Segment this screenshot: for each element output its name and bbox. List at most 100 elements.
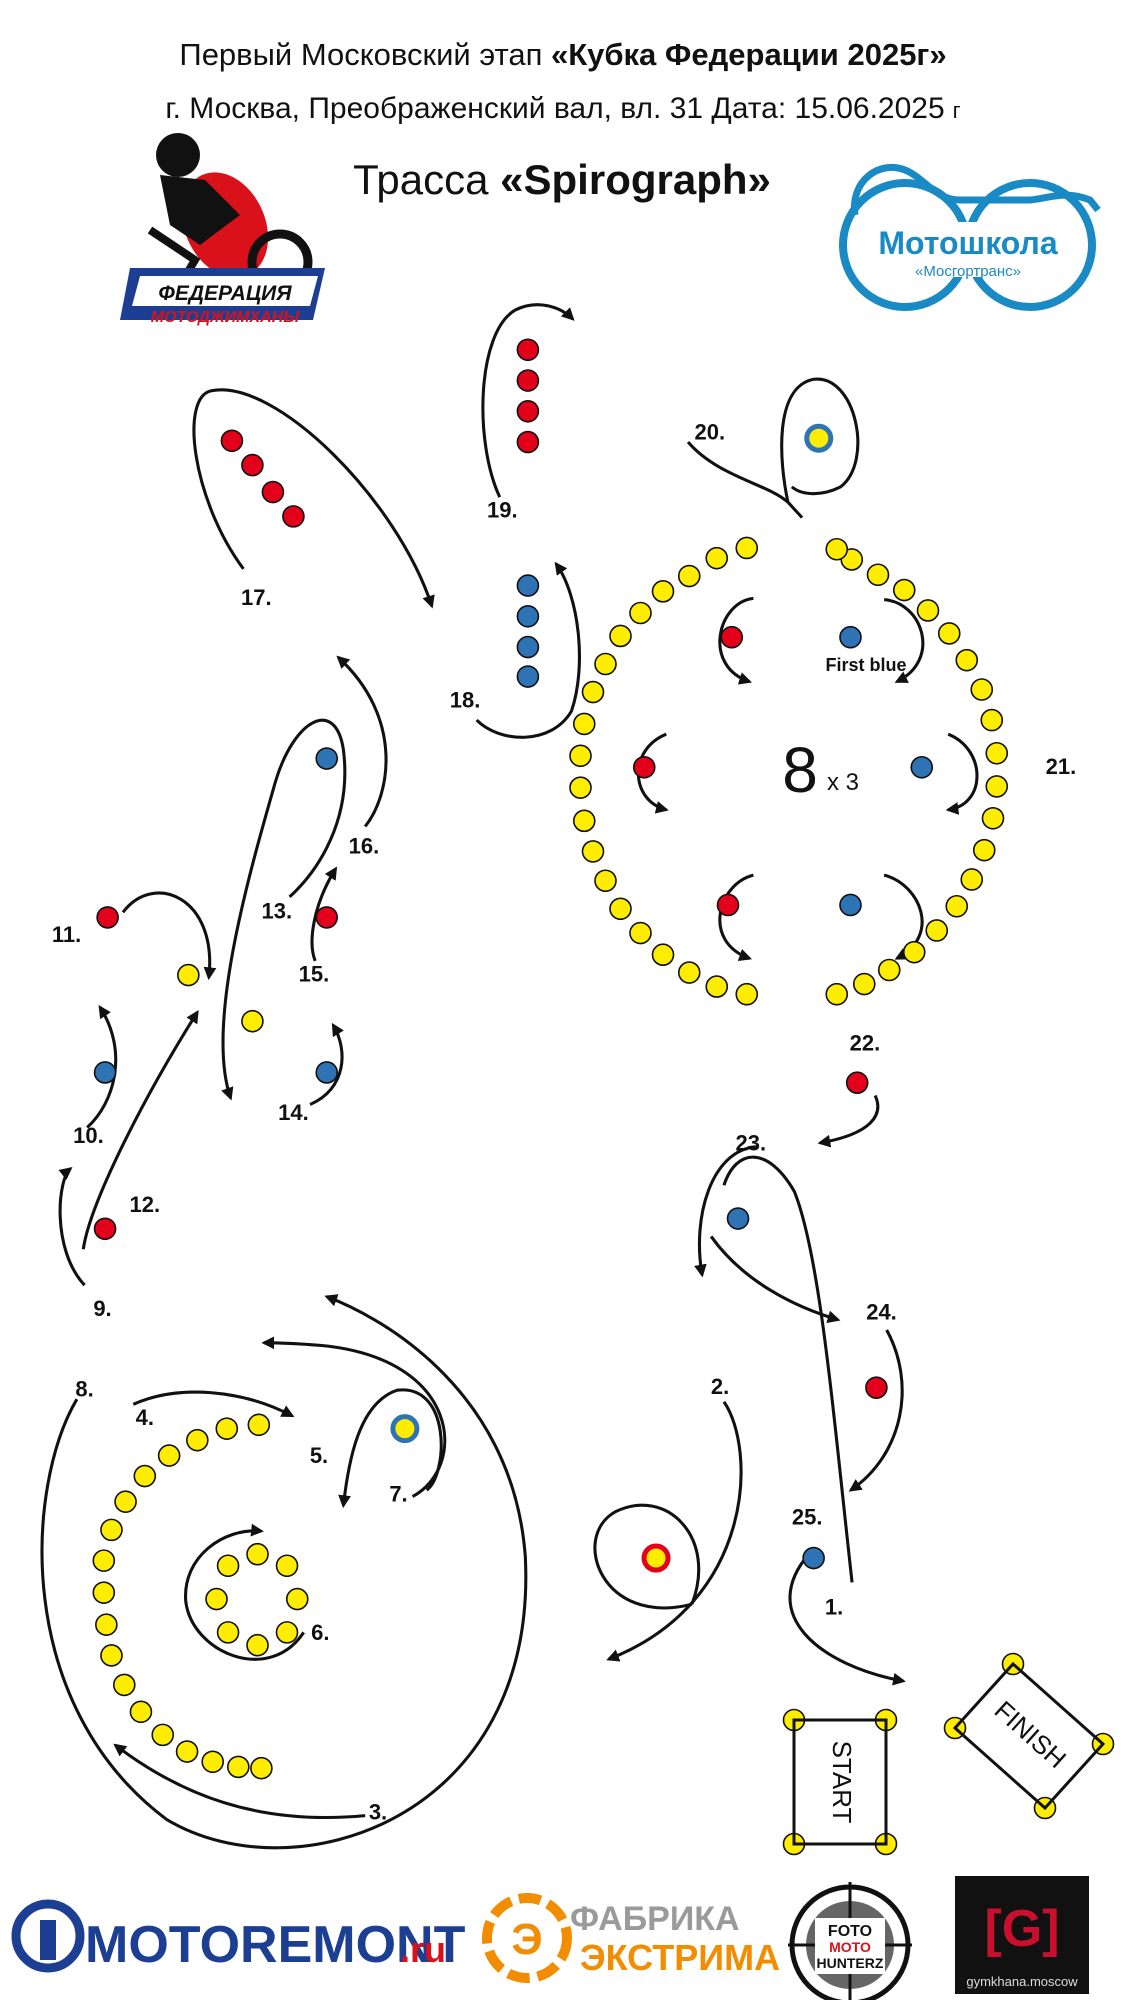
ring-cone-32 [980,708,1004,732]
route-5 [338,1388,443,1509]
single-cone-11 [865,1376,888,1399]
motoremont-logo: MOTOREMONT .ru [11,1899,466,1974]
single-cone-2 [315,906,339,929]
ring-cone-3 [677,564,701,588]
slalom19-cone-3 [516,399,540,423]
circle6-cone-3 [285,1587,309,1611]
figure8-cone-5 [716,893,740,917]
ring-cone-10 [569,744,592,768]
ring-cone-30 [985,775,1009,798]
step-label-12: 12. [130,1192,161,1217]
route-18 [475,561,581,739]
spiral-cone-3 [186,1428,209,1452]
spiral-cone-8 [92,1549,116,1572]
svg-text:.ru: .ru [400,1929,446,1970]
finish-box: FINISH [952,1661,1106,1811]
step-label-11: 11. [52,922,81,947]
single-cone-9 [845,1071,869,1094]
step-label-7: 7. [389,1482,407,1507]
svg-text:MOTO: MOTO [829,1939,871,1955]
route-4 [132,1390,295,1418]
single-cone-7 [315,1061,339,1084]
route-3 [113,1743,366,1820]
ring-cone-9 [572,712,596,736]
step-label-16: 16. [349,833,380,858]
ring-cone-8 [581,680,605,704]
circle6-cone-7 [205,1587,228,1611]
figure8-cone-6 [839,893,862,917]
route-21-inner [718,596,754,685]
spiral-cone-16 [201,1750,224,1774]
ring-cone-7 [594,652,617,676]
route-1 [722,1155,854,1583]
start-box: START [792,1718,888,1846]
loop-count-big: 8 [782,734,818,806]
track-title: Трасса «Spirograph» [353,156,771,203]
step-label-4: 4. [136,1405,154,1430]
single-cone-12 [802,1546,825,1570]
ring-cone-24 [902,940,926,964]
step-label-10: 10. [73,1123,104,1148]
route-16 [336,655,388,828]
spiral-cone-5 [133,1464,157,1488]
cone-20 [804,423,834,453]
ring-cone-28 [972,838,996,862]
ring-cone-2 [705,546,729,570]
spiral-cone-2 [215,1417,239,1440]
route-23 [694,1145,757,1278]
slalom19-cone-4 [516,430,540,454]
motoshkola-logo: Мотошкола «Мосгортранс» [839,163,1101,311]
ring-cone-15 [609,897,632,921]
svg-text:MOTOREMONT: MOTOREMONT [85,1916,466,1974]
ring-cone-20 [735,982,759,1006]
single-cone-3 [96,906,119,929]
gymkhana-moscow-logo: [G] gymkhana.moscow [955,1876,1089,1994]
ring-cone-12 [572,809,596,833]
route-11 [121,891,217,981]
ring-cone-16 [629,921,652,945]
ring-cone-34 [955,648,979,672]
single-cone-10 [726,1207,750,1230]
ring-cone-22 [852,972,876,996]
slalom17-cone-3 [261,480,285,504]
spiral-cone-13 [129,1700,153,1724]
figure8-cone-3 [632,755,656,779]
slalom19-cone-1 [516,338,540,362]
ring-cone-5 [629,601,652,625]
event-title: Первый Московский этап «Кубка Федерации … [179,37,946,72]
step-label-23: 23. [736,1131,767,1156]
svg-text:Мотошкола: Мотошкола [878,225,1058,261]
ring-cone-6 [609,624,632,648]
step-label-14: 14. [278,1100,309,1125]
step-label-19: 19. [487,498,518,523]
ring-cone-19 [705,975,729,998]
route-6 [184,1523,305,1661]
step-label-2: 2. [711,1374,729,1399]
route-25 [788,1551,906,1686]
step-label-1: 1. [825,1594,843,1619]
ring-cone-26 [945,894,969,918]
spiral-cone-14 [151,1723,175,1747]
first-blue-label: First blue [825,655,906,675]
route-21d [945,732,979,815]
route-20 [686,441,804,519]
ring-cone-21 [825,982,849,1006]
ring-cone-14 [594,869,617,893]
ring-cone-13 [581,840,605,863]
circle6-cone-4 [275,1621,299,1644]
circle6-cone-2 [275,1554,299,1578]
ring-cone-17 [651,943,675,967]
spiral-cone-17 [227,1755,250,1779]
svg-text:ФЕДЕРАЦИЯ: ФЕДЕРАЦИЯ [158,282,292,305]
svg-text:Э: Э [511,1915,542,1964]
ring-cone-23 [877,958,901,982]
route-21e [718,873,754,962]
svg-text:МОТОДЖИМХАНЫ: МОТОДЖИМХАНЫ [151,309,301,326]
step-label-18: 18. [450,687,481,712]
route-12 [81,1010,199,1250]
svg-text:ФАБРИКА: ФАБРИКА [570,1900,740,1938]
ring-cone-40 [825,537,849,561]
step-label-13: 13. [262,899,293,924]
step-label-5: 5. [310,1443,328,1468]
